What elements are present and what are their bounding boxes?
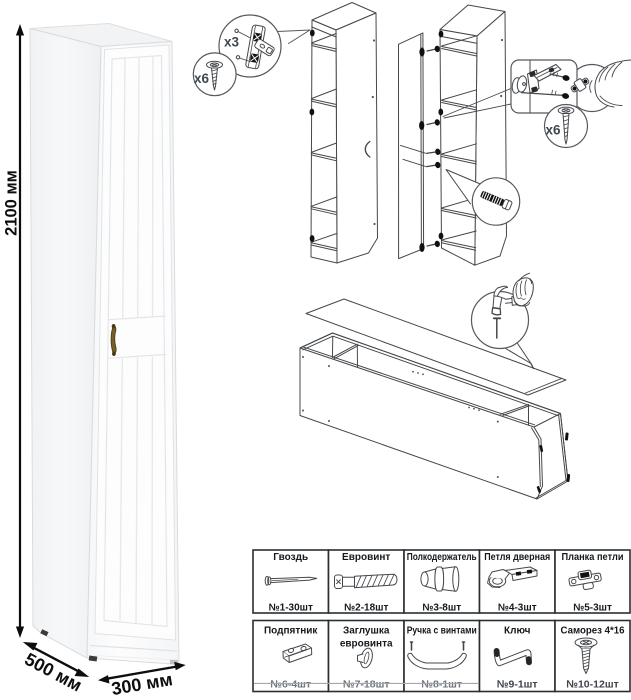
svg-text:№4-3шт: №4-3шт [498, 603, 537, 614]
svg-text:№1-30шт: №1-30шт [268, 603, 312, 614]
svg-text:500 мм: 500 мм [21, 649, 85, 696]
svg-text:x6: x6 [194, 71, 210, 86]
svg-text:№6-4шт: №6-4шт [270, 679, 311, 691]
svg-text:евровинта: евровинта [340, 639, 393, 650]
svg-text:Ручка с винтами: Ручка с винтами [407, 626, 477, 637]
svg-text:№8-1шт: №8-1шт [421, 679, 462, 691]
svg-text:№9-1шт: №9-1шт [497, 679, 538, 691]
svg-text:Ключ: Ключ [504, 626, 531, 637]
svg-text:№5-3шт: №5-3шт [573, 603, 612, 614]
svg-text:2100 мм: 2100 мм [3, 170, 21, 236]
svg-text:x3: x3 [224, 34, 240, 49]
svg-text:Подпятник: Подпятник [264, 626, 318, 637]
svg-text:Саморез 4*16: Саморез 4*16 [561, 626, 625, 637]
svg-text:№2-18шт: №2-18шт [344, 603, 388, 614]
svg-text:x6: x6 [545, 123, 561, 138]
svg-text:№7-18шт: №7-18шт [343, 679, 390, 691]
svg-text:Планка петли: Планка петли [562, 552, 624, 563]
svg-text:№10-12шт: №10-12шт [566, 679, 618, 691]
svg-text:Петля дверная: Петля дверная [484, 552, 550, 563]
svg-text:Евровинт: Евровинт [342, 552, 390, 563]
svg-text:№3-8шт: №3-8шт [422, 603, 461, 614]
svg-text:Заглушка: Заглушка [343, 626, 390, 637]
svg-text:Гвоздь: Гвоздь [273, 552, 308, 563]
svg-text:Полкодержатель: Полкодержатель [407, 552, 477, 563]
svg-text:300 мм: 300 мм [110, 669, 174, 699]
